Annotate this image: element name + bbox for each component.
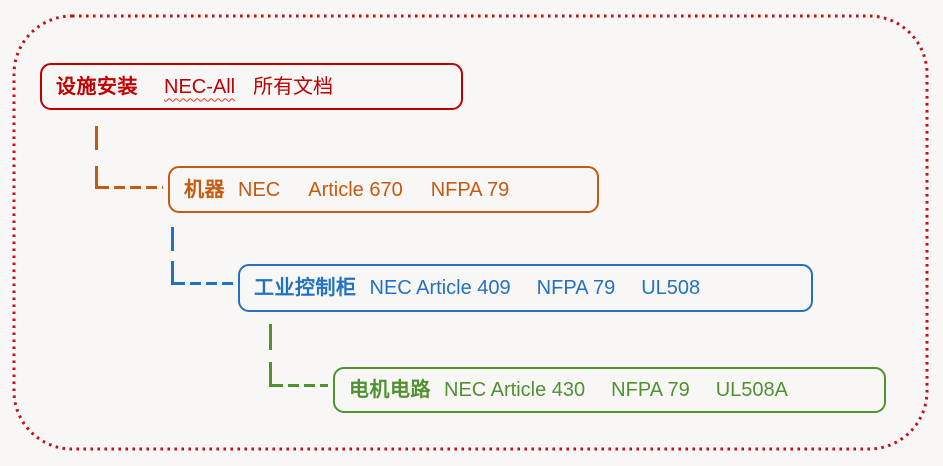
node-ref-nfpa-79: NFPA 79 [536,277,616,299]
node-machine: 机器 NEC Article 670 NFPA 79 [168,166,599,213]
connector-stub-2 [171,227,174,251]
connector-elbow-1 [95,166,98,189]
node-title: 机器 [184,178,225,201]
node-ref-nec-article-430: NEC Article 430 [444,379,586,401]
connector-elbow-3 [269,362,272,387]
node-ref-nfpa-79: NFPA 79 [611,379,690,401]
node-ref-all-documents: 所有文档 [253,75,334,98]
connector-elbow-2 [171,261,174,285]
node-title: 电机电路 [349,379,431,401]
node-title: 工业控制柜 [254,277,357,299]
node-ref-nec-article-409: NEC Article 409 [369,277,511,299]
node-ref-article-670: Article 670 [308,178,403,201]
node-ref-nec: NEC [238,178,281,201]
dotted-frame-rect [12,14,929,451]
connector-stub-3 [269,324,272,350]
node-ref-ul508: UL508 [641,277,701,299]
connector-dashes-2 [174,282,234,285]
connector-dashes-3 [272,384,328,387]
node-ref-nfpa-79: NFPA 79 [430,178,510,201]
node-title: 设施安装 [56,75,138,98]
node-motor-circuit: 电机电路 NEC Article 430 NFPA 79 UL508A [333,367,886,413]
node-ref-nec-all: NEC-All [164,75,236,98]
connector-stub-1 [95,126,98,150]
node-ref-ul508a: UL508A [715,379,789,401]
connector-dashes-1 [98,186,163,189]
node-facility-installation: 设施安装 NEC-All 所有文档 [40,63,463,110]
node-industrial-control-panel: 工业控制柜 NEC Article 409 NFPA 79 UL508 [238,264,813,312]
